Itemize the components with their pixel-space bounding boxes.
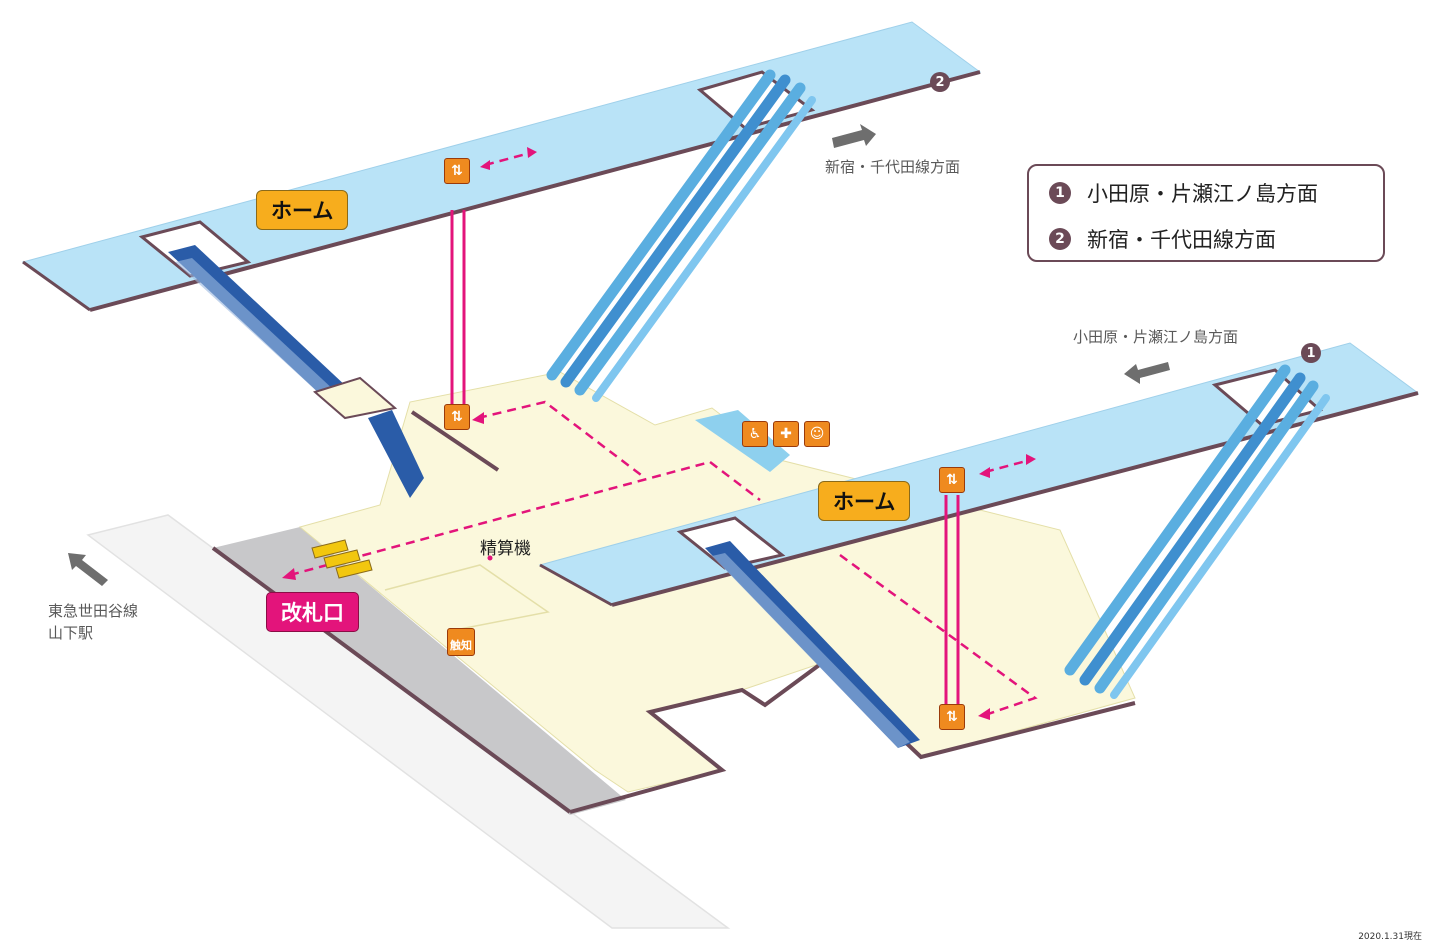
legend-number-2: 2	[1049, 228, 1071, 250]
lower-stairs	[705, 541, 920, 748]
legend-item-1: 1 小田原・片瀬江ノ島方面	[1049, 178, 1318, 208]
direction-lower-label: 小田原・片瀬江ノ島方面	[1073, 328, 1239, 346]
arrow-upper-direction	[832, 124, 876, 148]
tokyu-line-strip	[86, 514, 731, 929]
upper-platform-callout: ホーム	[256, 190, 349, 230]
legend-item-2: 2 新宿・千代田線方面	[1049, 224, 1276, 254]
platform-number-2-pin: 2	[930, 72, 950, 92]
direction-upper-label: 新宿・千代田線方面	[825, 158, 961, 176]
tokyu-line-label: 東急世田谷線	[48, 602, 139, 620]
baby-care-icon: ☺	[804, 421, 830, 447]
ostomate-icon: ✚	[773, 421, 799, 447]
ticket-gate-icon	[311, 539, 373, 579]
arrow-lower-direction	[1124, 362, 1170, 384]
fare-adjustment-label: 精算機	[480, 539, 531, 559]
upper-escalators	[546, 69, 816, 402]
elevator-icon: ⇅	[939, 704, 965, 730]
elevator-icon: ⇅	[939, 467, 965, 493]
legend-label-2: 新宿・千代田線方面	[1087, 228, 1276, 252]
accessible-route	[289, 151, 1038, 717]
upper-stairs	[168, 245, 348, 396]
legend: 1 小田原・片瀬江ノ島方面 2 新宿・千代田線方面	[1027, 164, 1385, 262]
elevator-icon: ⇅	[444, 158, 470, 184]
legend-label-1: 小田原・片瀬江ノ島方面	[1087, 182, 1318, 206]
ticket-gate-label: 改札口	[266, 592, 359, 632]
legend-number-1: 1	[1049, 182, 1071, 204]
tactile-map-icon: 触知	[447, 628, 475, 656]
wheelchair-icon: ♿	[742, 421, 768, 447]
tokyu-station-label: 山下駅	[48, 624, 94, 642]
lower-platform-callout: ホーム	[818, 481, 911, 521]
elevator-icon: ⇅	[444, 404, 470, 430]
platform-number-1-pin: 1	[1301, 343, 1321, 363]
as-of-date: 2020.1.31現在	[1358, 932, 1422, 942]
lower-escalators	[1064, 364, 1330, 699]
arrow-tokyu-direction	[68, 553, 108, 586]
